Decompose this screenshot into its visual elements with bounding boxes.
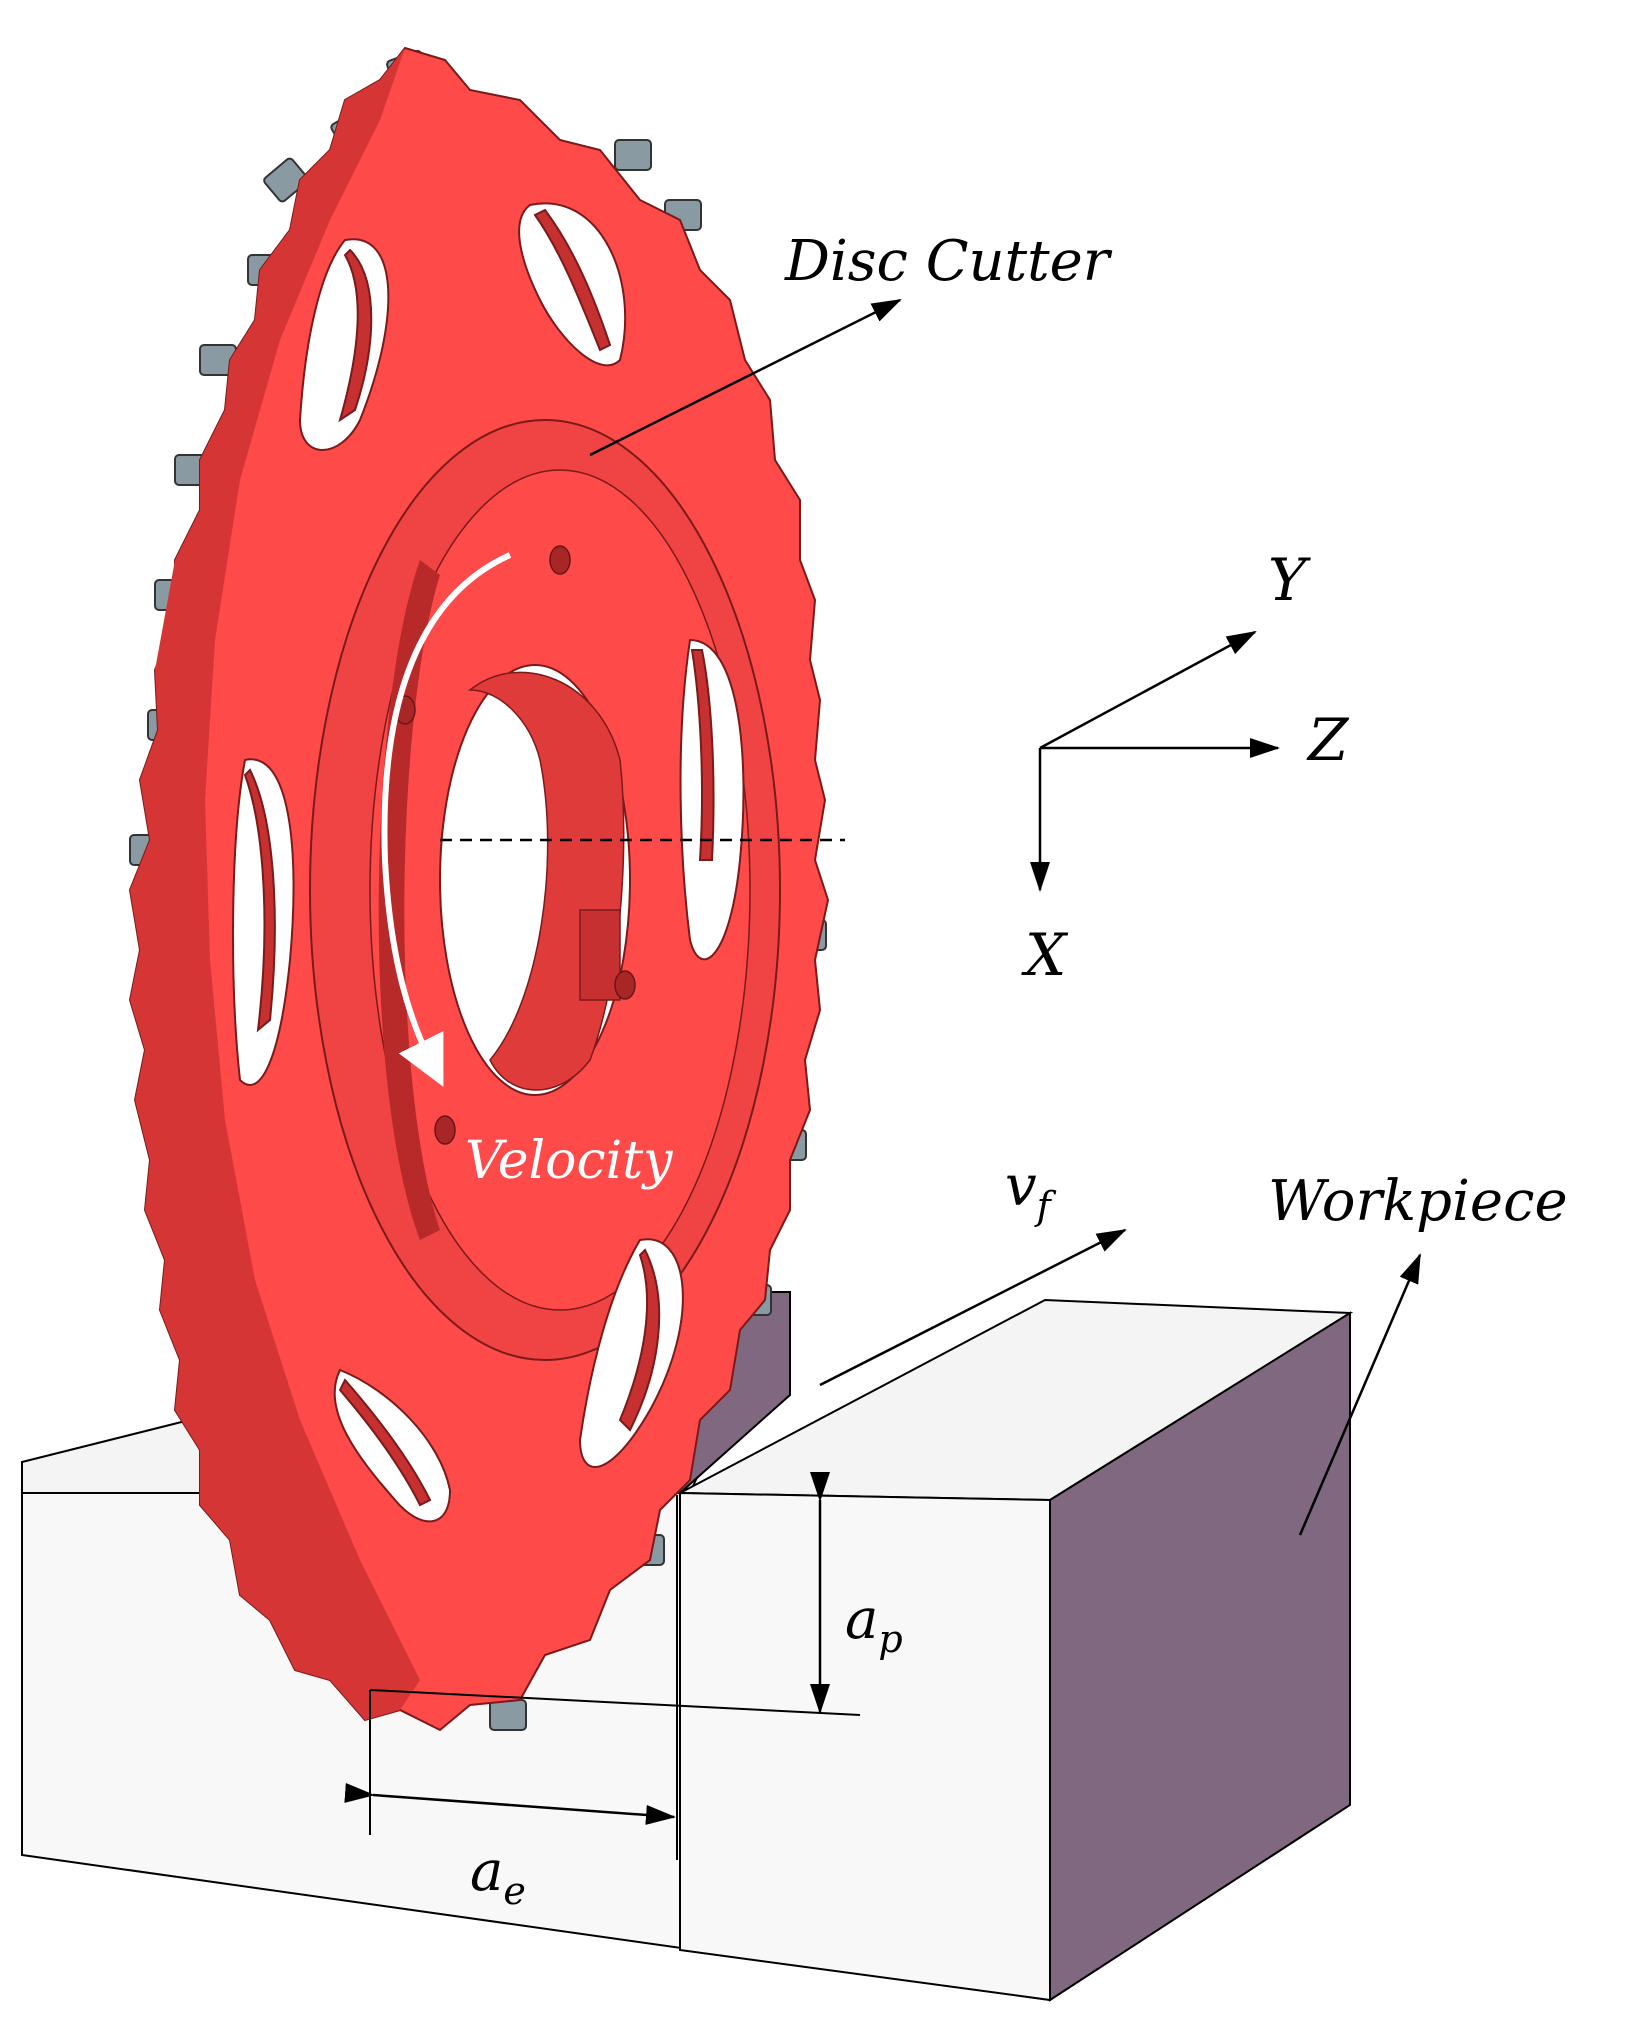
ae-label-main: a — [470, 1839, 503, 1904]
ap-label-sub: p — [878, 1617, 902, 1661]
cutter-keyway — [579, 909, 621, 1001]
workpiece-label: Workpiece — [1268, 1169, 1568, 1234]
depth-of-cut-ap: ap — [369, 1472, 903, 1716]
coordinate-axes: Y Z X — [1021, 546, 1350, 989]
x-axis-label: X — [1021, 921, 1069, 989]
ae-label: ae — [470, 1839, 526, 1913]
velocity-label: Velocity — [465, 1131, 673, 1191]
y-axis-label: Y — [1268, 546, 1311, 614]
ae-arrow — [344, 1782, 676, 1825]
workpiece-right-front — [679, 1491, 1051, 2002]
ap-label-main: a — [845, 1587, 878, 1652]
ap-label: ap — [845, 1587, 903, 1661]
disc-cutter: Velocity — [128, 46, 845, 1732]
cutter-slots — [232, 202, 745, 1523]
width-of-cut-ae: ae — [344, 1495, 678, 1913]
cutter-rim-shade — [130, 48, 420, 1720]
velocity-arrow[interactable] — [381, 552, 512, 1087]
y-axis-arrow — [1039, 630, 1257, 750]
feed-label-sub: f — [1034, 1184, 1057, 1228]
workpiece-callout: Workpiece — [1268, 1169, 1568, 1536]
workpiece-right-side — [1049, 1311, 1351, 2002]
feed-arrow — [819, 1228, 1127, 1387]
disc-cutter-callout: Disc Cutter — [589, 229, 1113, 457]
ae-label-sub: e — [503, 1869, 526, 1913]
feed-label-main: v — [1005, 1154, 1037, 1219]
z-axis-label: Z — [1306, 706, 1350, 774]
feed-label: vf — [1005, 1154, 1057, 1228]
disc-cutter-label: Disc Cutter — [784, 229, 1113, 294]
